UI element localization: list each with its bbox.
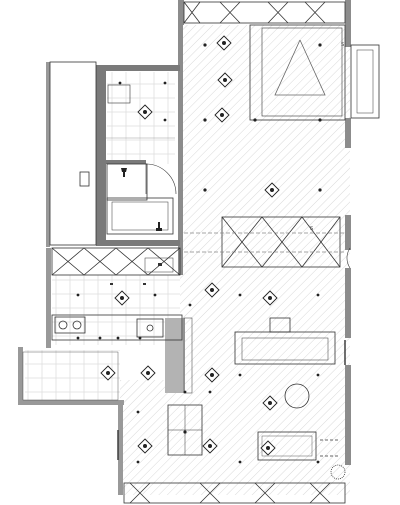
bath-fixture-marks	[121, 168, 162, 231]
floor-bath-tiles	[107, 72, 175, 164]
floor-kitchen-tiles	[25, 275, 180, 400]
misc-marks	[110, 263, 162, 285]
outlines	[22, 1, 380, 504]
ceiling-spot-icon	[140, 365, 156, 381]
downlights	[76, 43, 322, 464]
ceiling-mark-2: S	[310, 226, 313, 232]
ceiling-mark-1: S	[341, 42, 344, 48]
floor-living-hatch	[120, 25, 350, 495]
walls	[18, 0, 351, 495]
